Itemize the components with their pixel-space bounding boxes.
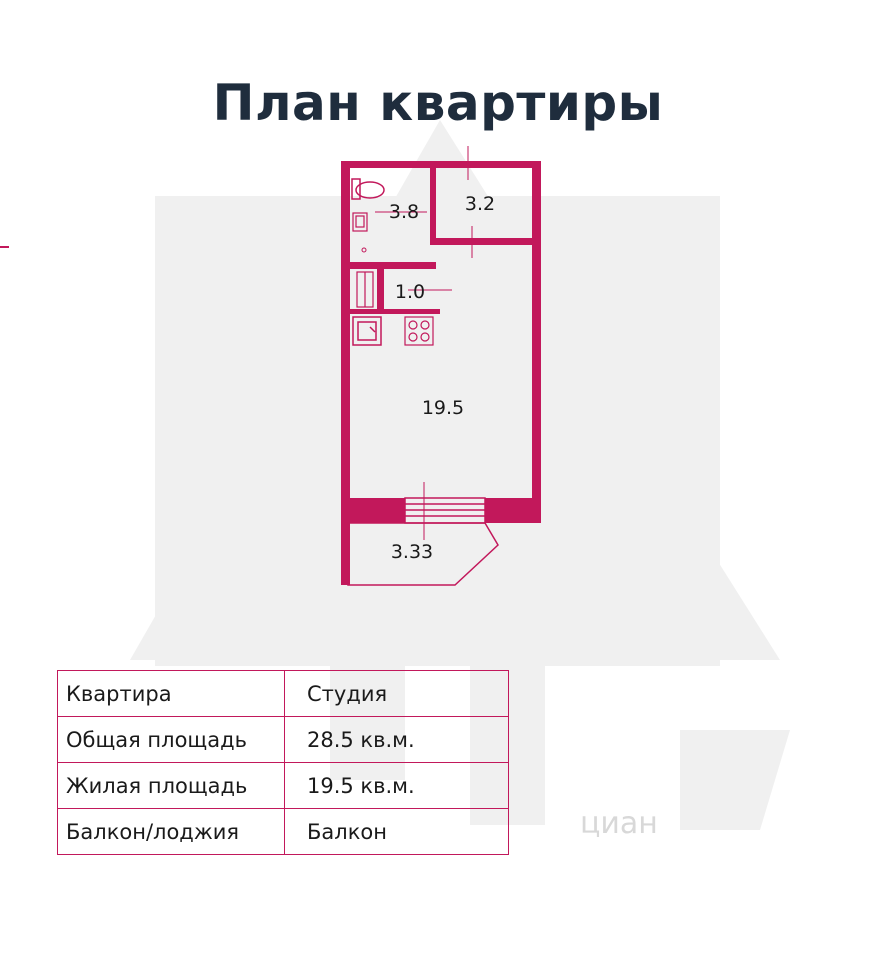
room-area-hallway: 3.2 (465, 193, 495, 215)
edge-mark (0, 246, 9, 248)
row-value: 19.5 кв.м. (284, 762, 509, 809)
stove-icon (404, 316, 434, 346)
sink-icon (352, 212, 368, 232)
room-area-bathroom: 3.8 (389, 201, 419, 223)
table-row: Жилая площадь 19.5 кв.м. (57, 762, 509, 809)
row-value: Балкон (284, 808, 509, 855)
table-row: Квартира Студия (57, 670, 509, 717)
reference-marks (375, 146, 473, 540)
row-value: Студия (284, 670, 509, 717)
top-window (443, 161, 487, 167)
table-row: Общая площадь 28.5 кв.м. (57, 716, 509, 763)
room-area-living-room: 19.5 (422, 397, 464, 419)
walls (341, 161, 541, 585)
drain-icon (361, 247, 367, 253)
room-area-storage: 1.0 (395, 281, 425, 303)
room-area-balcony: 3.33 (391, 541, 433, 563)
row-label: Общая площадь (57, 716, 285, 763)
toilet-icon (351, 178, 385, 200)
apartment-info-table: Квартира Студия Общая площадь 28.5 кв.м.… (57, 670, 509, 855)
row-label: Квартира (57, 670, 285, 717)
row-value: 28.5 кв.м. (284, 716, 509, 763)
table-row: Балкон/лоджия Балкон (57, 808, 509, 855)
row-label: Балкон/лоджия (57, 808, 285, 855)
row-label: Жилая площадь (57, 762, 285, 809)
balcony-window (404, 497, 486, 524)
closet-icon (356, 271, 374, 308)
brand-watermark: циан (580, 806, 658, 841)
kitchen-sink-icon (352, 316, 382, 346)
page-title: План квартиры (212, 73, 664, 132)
balcony-outline (347, 522, 499, 586)
